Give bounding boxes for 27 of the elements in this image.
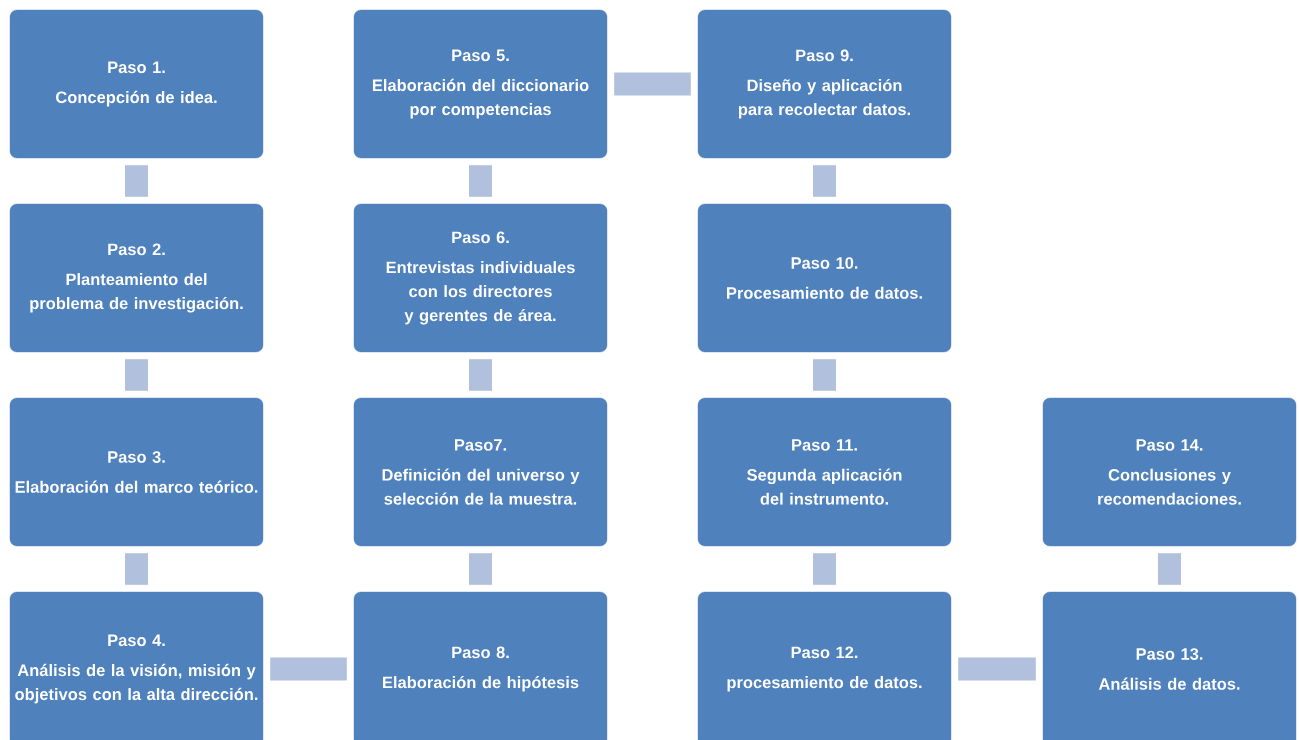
connector-bar [469,359,492,391]
process-box: Paso 4. Análisis de la visión, misión y objetivos con la alta dirección. [9,591,264,740]
connector-bar [1158,553,1181,585]
connector-bar [813,553,836,585]
connector-bar [958,657,1036,681]
process-box: Paso 14. Conclusiones y recomendaciones. [1042,397,1297,547]
process-box: Paso 11. Segunda aplicación del instrumento. [697,397,952,547]
process-box: Paso 8. Elaboración de hipótesis [353,591,608,740]
connector-bar [125,165,148,197]
connector-bar [270,657,347,681]
connector-bar [125,553,148,585]
process-box: Paso 3. Elaboración del marco teórico. [9,397,264,547]
connector-bar [125,359,148,391]
process-box: Paso 9. Diseño y aplicación para recolectar datos. [697,9,952,159]
process-box: Paso 12. procesamiento de datos. [697,591,952,740]
process-box: Paso 10. Procesamiento de datos. [697,203,952,353]
process-box: Paso 5. Elaboración del diccionario por competencias [353,9,608,159]
connector-bar [614,72,691,96]
connector-bar [469,553,492,585]
connector-bar [469,165,492,197]
process-box: Paso7. Definición del universo y selección de la muestra. [353,397,608,547]
process-box: Paso 13. Análisis de datos. [1042,591,1297,740]
process-box: Paso 1. Concepción de idea. [9,9,264,159]
process-box: Paso 2. Planteamiento del problema de investigación. [9,203,264,353]
process-box: Paso 6. Entrevistas individuales con los directores y gerentes de área. [353,203,608,353]
connector-bar [813,165,836,197]
connector-bar [813,359,836,391]
